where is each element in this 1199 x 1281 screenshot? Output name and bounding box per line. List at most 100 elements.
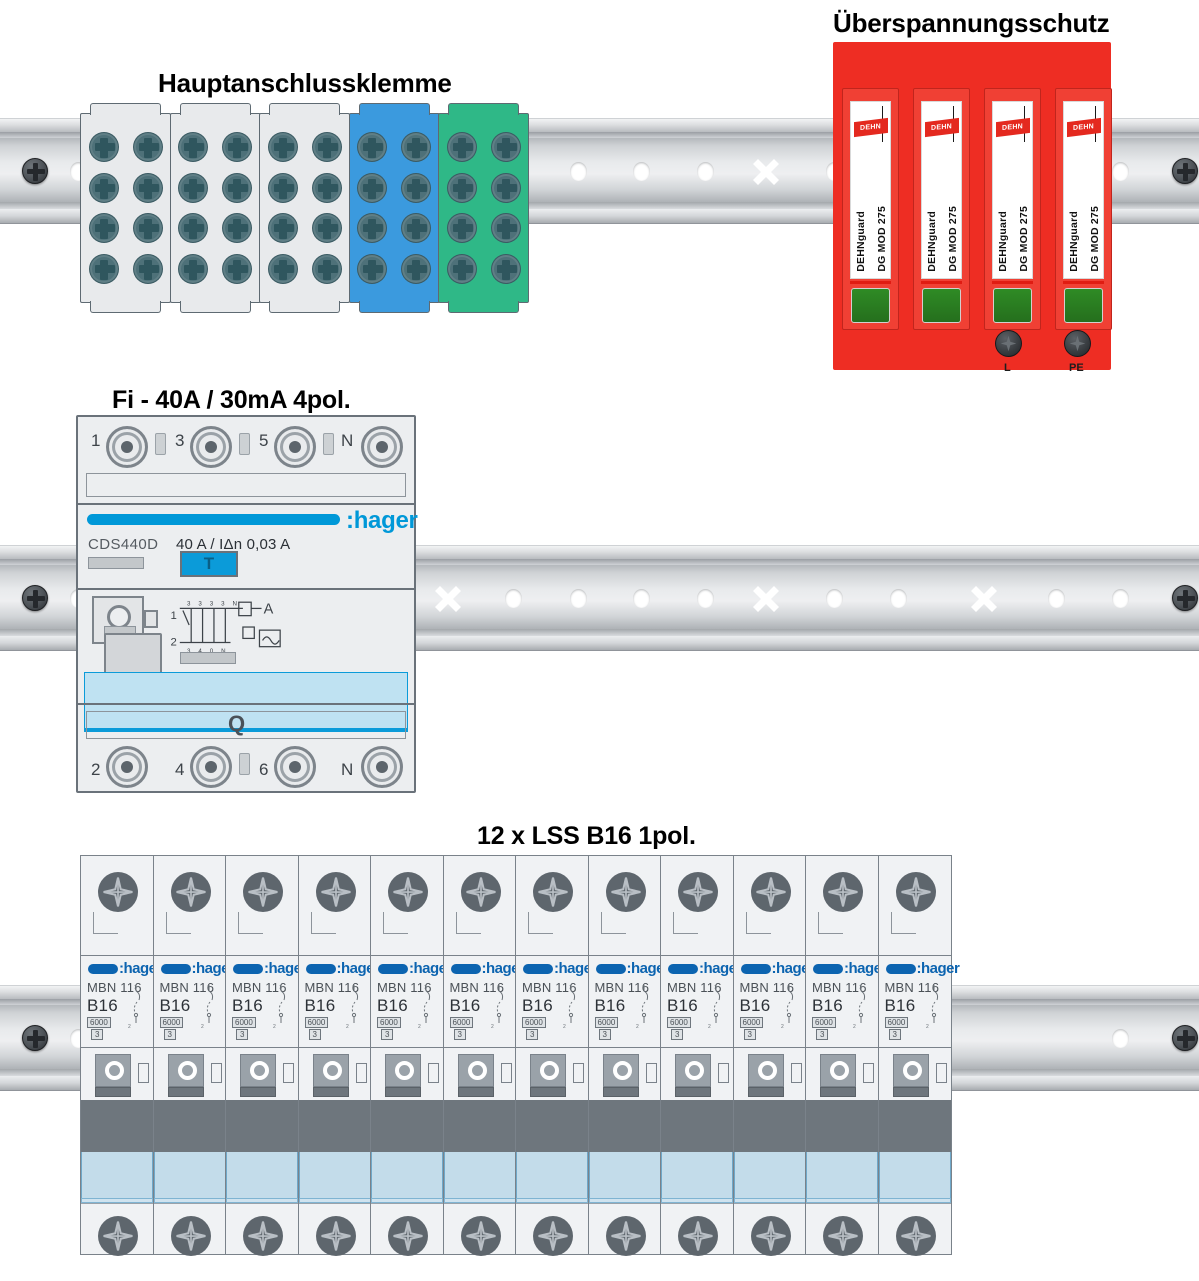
mcb-toggle-switch[interactable] bbox=[457, 1054, 494, 1087]
terminal-screw[interactable] bbox=[267, 253, 298, 284]
terminal-screw[interactable] bbox=[311, 172, 342, 203]
mcb-toggle-area[interactable] bbox=[81, 1048, 153, 1100]
rail-mounting-screw[interactable] bbox=[1172, 158, 1198, 184]
terminal-screw[interactable] bbox=[178, 172, 208, 203]
mcb-toggle-area[interactable] bbox=[443, 1048, 516, 1100]
mcb-toggle-switch[interactable] bbox=[312, 1054, 349, 1087]
mcb-toggle-switch[interactable] bbox=[530, 1054, 566, 1087]
mcb-toggle-switch[interactable] bbox=[820, 1054, 856, 1087]
terminal-screw[interactable] bbox=[132, 253, 163, 284]
mcb-top-terminal-screw[interactable] bbox=[388, 872, 428, 912]
mcb-top-terminal-screw[interactable] bbox=[750, 872, 791, 912]
rail-mounting-screw[interactable] bbox=[1172, 1025, 1198, 1051]
mcb-bottom-terminal-screw[interactable] bbox=[170, 1216, 211, 1256]
terminal-screw[interactable] bbox=[357, 253, 387, 284]
rail-mounting-screw[interactable] bbox=[22, 158, 48, 184]
mcb-toggle-switch[interactable] bbox=[167, 1054, 204, 1087]
mcb-toggle-area[interactable] bbox=[733, 1048, 806, 1100]
mcb-toggle-area[interactable] bbox=[661, 1048, 733, 1100]
spd-module[interactable]: DEHN DEHNguard DG MOD 275 bbox=[984, 88, 1041, 330]
terminal-block-neutral[interactable] bbox=[348, 103, 440, 313]
terminal-screw[interactable] bbox=[401, 172, 431, 203]
mcb-toggle-area[interactable] bbox=[371, 1048, 443, 1100]
mcb-toggle-switch[interactable] bbox=[240, 1054, 276, 1087]
spd-bottom-screw[interactable] bbox=[995, 330, 1022, 357]
mcb-bottom-terminal-screw[interactable] bbox=[605, 1216, 646, 1256]
rail-mounting-screw[interactable] bbox=[1172, 585, 1198, 611]
rcd-terminal-screw-6[interactable] bbox=[274, 746, 316, 788]
rcd-terminal-screw-4[interactable] bbox=[190, 746, 232, 788]
residual-current-device[interactable]: 1 3 5 N :hager CDS440D 40 A / IΔn 0,03 A… bbox=[76, 415, 418, 793]
rcd-terminal-screw-n2[interactable] bbox=[361, 746, 403, 788]
mcb-toggle-area[interactable] bbox=[298, 1048, 371, 1100]
rcd-terminal-screw-2[interactable] bbox=[106, 746, 148, 788]
mcb-bottom-terminal-screw[interactable] bbox=[750, 1216, 791, 1256]
rcd-terminal-screw-n[interactable] bbox=[361, 426, 403, 468]
mcb-top-terminal-screw[interactable] bbox=[170, 872, 211, 912]
terminal-screw[interactable] bbox=[222, 172, 252, 203]
terminal-screw[interactable] bbox=[490, 132, 521, 163]
mcb-toggle-area[interactable] bbox=[153, 1048, 226, 1100]
spd-bottom-screw[interactable] bbox=[1064, 330, 1091, 357]
mcb-toggle-area[interactable] bbox=[226, 1048, 298, 1100]
terminal-screw[interactable] bbox=[267, 132, 298, 163]
main-connection-terminal[interactable] bbox=[80, 103, 529, 313]
rail-mounting-screw[interactable] bbox=[22, 1025, 48, 1051]
terminal-screw[interactable] bbox=[178, 253, 208, 284]
terminal-screw[interactable] bbox=[88, 253, 119, 284]
terminal-screw[interactable] bbox=[88, 172, 119, 203]
mcb-bottom-terminal-screw[interactable] bbox=[315, 1216, 356, 1256]
mcb-toggle-area[interactable] bbox=[516, 1048, 588, 1100]
mcb-bottom-terminal-screw[interactable] bbox=[895, 1216, 936, 1256]
rail-mounting-screw[interactable] bbox=[22, 585, 48, 611]
terminal-screw[interactable] bbox=[446, 253, 477, 284]
terminal-screw[interactable] bbox=[88, 213, 119, 244]
terminal-block-l1[interactable] bbox=[80, 103, 171, 313]
terminal-screw[interactable] bbox=[446, 172, 477, 203]
terminal-block-l2[interactable] bbox=[169, 103, 261, 313]
terminal-screw[interactable] bbox=[401, 132, 431, 163]
mcb-bottom-terminal-screw[interactable] bbox=[388, 1216, 428, 1256]
terminal-screw[interactable] bbox=[490, 172, 521, 203]
terminal-screw[interactable] bbox=[311, 253, 342, 284]
mcb-top-terminal-screw[interactable] bbox=[823, 872, 863, 912]
mcb-toggle-switch[interactable] bbox=[602, 1054, 639, 1087]
mcb-top-terminal-screw[interactable] bbox=[605, 872, 646, 912]
surge-protective-device[interactable]: DEHN DEHNguard DG MOD 275 DEHN DEHNguard… bbox=[833, 42, 1112, 374]
mcb-top-terminal-screw[interactable] bbox=[895, 872, 936, 912]
mcb-top-terminal-screw[interactable] bbox=[460, 872, 501, 912]
terminal-screw[interactable] bbox=[357, 213, 387, 244]
mcb-bottom-terminal-screw[interactable] bbox=[243, 1216, 283, 1256]
terminal-screw[interactable] bbox=[222, 213, 252, 244]
mcb-toggle-area[interactable] bbox=[878, 1048, 951, 1100]
mcb-top-terminal-screw[interactable] bbox=[98, 872, 138, 912]
rcd-terminal-screw-1[interactable] bbox=[106, 426, 148, 468]
mcb-toggle-switch[interactable] bbox=[95, 1054, 131, 1087]
terminal-screw[interactable] bbox=[267, 213, 298, 244]
mcb-bottom-terminal-screw[interactable] bbox=[533, 1216, 573, 1256]
terminal-block-l3[interactable] bbox=[259, 103, 350, 313]
mcb-bottom-terminal-screw[interactable] bbox=[678, 1216, 718, 1256]
terminal-screw[interactable] bbox=[222, 253, 252, 284]
rcd-terminal-screw-5[interactable] bbox=[274, 426, 316, 468]
terminal-screw[interactable] bbox=[490, 253, 521, 284]
terminal-block-pe[interactable] bbox=[438, 103, 529, 313]
terminal-screw[interactable] bbox=[132, 172, 163, 203]
terminal-screw[interactable] bbox=[357, 132, 387, 163]
mcb-top-terminal-screw[interactable] bbox=[678, 872, 718, 912]
terminal-screw[interactable] bbox=[357, 172, 387, 203]
terminal-screw[interactable] bbox=[311, 132, 342, 163]
mcb-toggle-area[interactable] bbox=[588, 1048, 661, 1100]
mcb-bottom-terminal-screw[interactable] bbox=[460, 1216, 501, 1256]
